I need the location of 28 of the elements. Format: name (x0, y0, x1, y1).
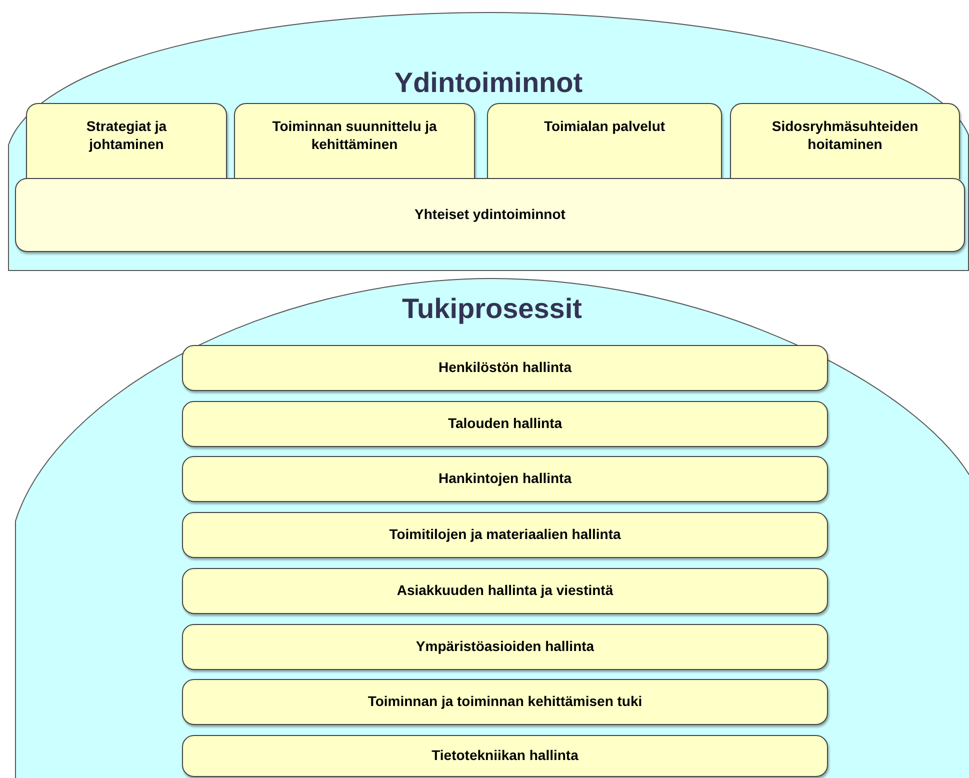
process-box (730, 103, 960, 179)
box-label: Toiminnan ja toiminnan kehittämisen tuki (368, 693, 642, 711)
box-label: Toimitilojen ja materiaalien hallinta (389, 526, 621, 544)
process-box (182, 624, 828, 670)
box-label: Ympäristöasioiden hallinta (416, 638, 594, 656)
box-label: Toiminnan suunnittelu ja kehittäminen (271, 118, 438, 153)
process-box (15, 178, 965, 252)
process-box (182, 735, 828, 777)
process-box (182, 456, 828, 502)
box-label: Hankintojen hallinta (438, 470, 572, 488)
section-heading: Tukiprosessit (401, 293, 583, 325)
process-box (182, 345, 828, 391)
box-label: Strategiat ja johtaminen (85, 118, 168, 153)
process-box (234, 103, 475, 179)
box-label: Sidosryhmäsuhteiden hoitaminen (770, 118, 920, 153)
box-label: Henkilöstön hallinta (438, 359, 572, 377)
process-box (182, 512, 828, 558)
process-box (26, 103, 227, 179)
process-box (182, 568, 828, 614)
box-label: Asiakkuuden hallinta ja viestintä (396, 582, 614, 600)
process-box (182, 401, 828, 447)
box-label: Tietotekniikan hallinta (432, 747, 578, 765)
box-label: Yhteiset ydintoiminnot (414, 206, 566, 224)
box-label: Toimialan palvelut (544, 118, 666, 136)
section-heading: Ydintoiminnot (393, 67, 584, 99)
process-box (487, 103, 722, 179)
box-label: Talouden hallinta (448, 415, 562, 433)
process-box (182, 679, 828, 725)
